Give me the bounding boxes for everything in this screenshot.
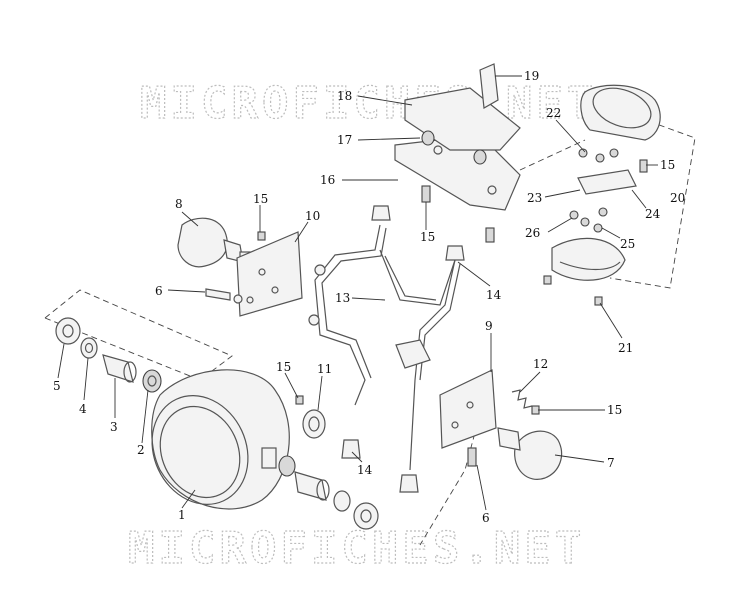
callout-22: 22 bbox=[546, 106, 561, 120]
callout-16: 16 bbox=[320, 173, 335, 187]
headlight-mount-frame bbox=[308, 224, 461, 471]
callout-18: 18 bbox=[337, 89, 352, 103]
right-turn-signal bbox=[497, 427, 563, 480]
left-mount-hardware bbox=[55, 317, 162, 393]
callout-2: 2 bbox=[137, 443, 145, 457]
callout-6-left: 6 bbox=[155, 284, 163, 298]
top-cover bbox=[404, 87, 521, 165]
callout-10: 10 bbox=[305, 209, 320, 223]
right-signal-bracket bbox=[395, 339, 497, 449]
watermark-top: MICROFICHES.NET bbox=[140, 78, 597, 129]
meter-mount-rubbers bbox=[569, 148, 637, 233]
callout-23: 23 bbox=[527, 191, 542, 205]
callout-15-meter: 15 bbox=[660, 158, 675, 172]
callout-12: 12 bbox=[533, 357, 548, 371]
callout-26: 26 bbox=[525, 226, 540, 240]
callout-4: 4 bbox=[79, 402, 87, 416]
headlight-shell bbox=[151, 369, 290, 510]
ignition-knob bbox=[479, 63, 499, 109]
callout-15-left: 15 bbox=[253, 192, 268, 206]
callout-6-right: 6 bbox=[482, 511, 490, 525]
watermark-bottom: MICROFICHES.NET bbox=[128, 523, 585, 574]
callout-24: 24 bbox=[645, 207, 661, 221]
callout-15-center: 15 bbox=[420, 230, 435, 244]
callout-5: 5 bbox=[53, 379, 61, 393]
callout-11: 11 bbox=[317, 362, 332, 376]
callout-7: 7 bbox=[607, 456, 615, 470]
callout-14-upper: 14 bbox=[486, 288, 502, 302]
left-signal-bracket bbox=[205, 231, 303, 317]
speedometer bbox=[580, 84, 661, 141]
lower-cover bbox=[551, 237, 626, 281]
callout-20: 20 bbox=[670, 191, 685, 205]
callout-labels: 1 2 3 4 5 6 6 7 8 9 10 11 12 13 14 14 15… bbox=[53, 69, 685, 525]
callout-15-horn: 15 bbox=[276, 360, 291, 374]
callout-14-lower: 14 bbox=[357, 463, 373, 477]
bolts bbox=[257, 159, 648, 467]
callout-21: 21 bbox=[618, 341, 633, 355]
horn bbox=[302, 409, 326, 439]
callout-19: 19 bbox=[524, 69, 539, 83]
callout-1: 1 bbox=[178, 508, 186, 522]
callout-15-right: 15 bbox=[607, 403, 622, 417]
callout-13: 13 bbox=[335, 291, 350, 305]
leader-lines bbox=[57, 75, 658, 511]
callout-9: 9 bbox=[485, 319, 493, 333]
right-mount-hardware bbox=[278, 455, 379, 530]
callout-25: 25 bbox=[620, 237, 635, 251]
callout-3: 3 bbox=[110, 420, 118, 434]
rubber-mounts bbox=[341, 205, 465, 493]
callout-8: 8 bbox=[175, 197, 183, 211]
spring-clip bbox=[511, 389, 533, 409]
callout-17: 17 bbox=[337, 133, 352, 147]
